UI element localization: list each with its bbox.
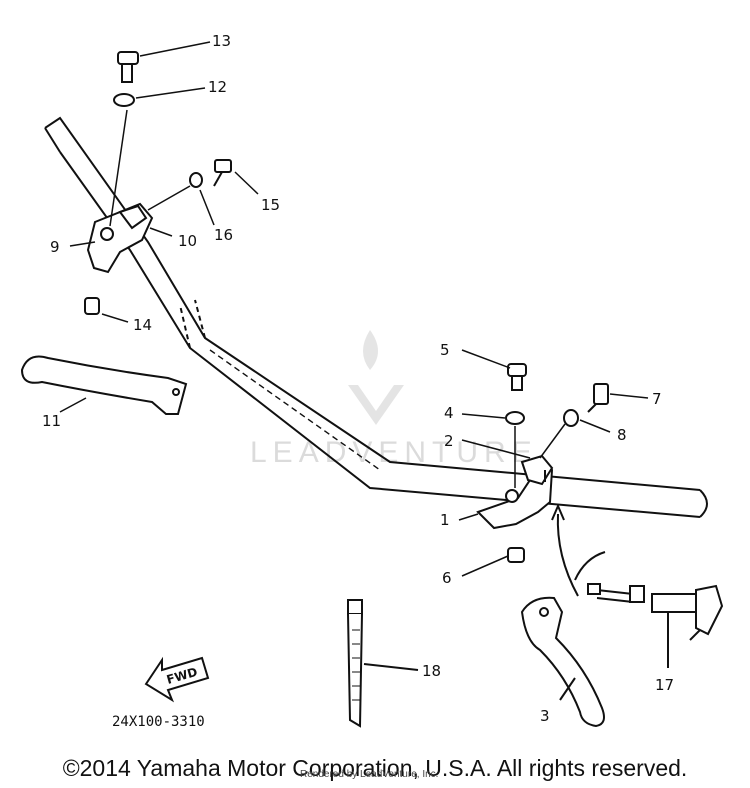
part-label-7: 7 <box>652 390 662 408</box>
part-label-12: 12 <box>208 78 227 96</box>
copyright-notice: ©2014 Yamaha Motor Corporation, U.S.A. A… <box>62 755 688 781</box>
part-label-2: 2 <box>444 432 454 450</box>
part-label-14: 14 <box>133 316 152 334</box>
part-label-13: 13 <box>212 32 231 50</box>
part-label-1: 1 <box>440 511 450 529</box>
part-label-6: 6 <box>442 569 452 587</box>
part-labels: 1 2 3 4 5 6 7 8 9 10 11 12 13 14 15 16 1… <box>42 32 674 725</box>
part-label-18: 18 <box>422 662 441 680</box>
right-small-parts <box>505 363 609 563</box>
assembly-arrow <box>551 503 579 597</box>
right-lever-holder <box>476 454 554 530</box>
right-lever <box>520 596 605 728</box>
leader-lines-right <box>458 349 649 577</box>
diagram-code: 24X100-3310 <box>112 714 205 730</box>
part-label-3: 3 <box>540 707 550 725</box>
part-label-8: 8 <box>617 426 627 444</box>
watermark: LEADVENTURE <box>250 330 538 469</box>
watermark-text: LEADVENTURE <box>250 436 538 469</box>
rendered-by-note: Rendered by LeadVenture, Inc. <box>300 769 439 780</box>
fwd-arrow: FWD <box>144 656 210 703</box>
switch-assembly <box>574 551 724 668</box>
part-label-9: 9 <box>50 238 60 256</box>
cable-tie <box>347 599 419 728</box>
part-label-15: 15 <box>261 196 280 214</box>
part-label-11: 11 <box>42 412 61 430</box>
part-label-5: 5 <box>440 341 450 359</box>
leader-lines-left <box>59 41 259 413</box>
part-label-17: 17 <box>655 676 674 694</box>
left-lever-holder <box>86 202 154 274</box>
part-label-16: 16 <box>214 226 233 244</box>
left-small-parts <box>84 51 232 315</box>
part-label-4: 4 <box>444 404 454 422</box>
part-label-10: 10 <box>178 232 197 250</box>
left-lever <box>20 355 188 415</box>
